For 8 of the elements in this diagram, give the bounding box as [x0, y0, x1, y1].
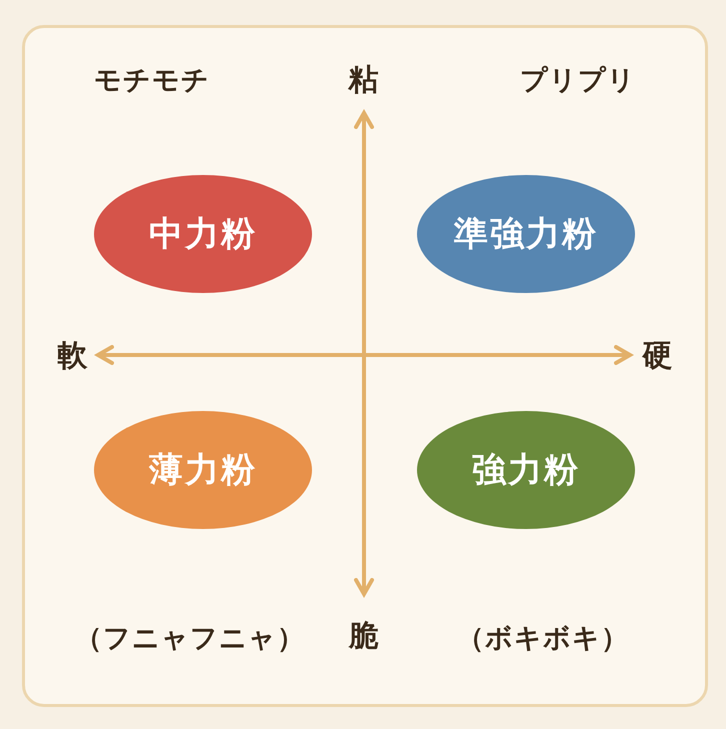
axis-label: （フニャフニャ） [75, 622, 305, 656]
axis-label: モチモチ [94, 64, 210, 98]
axis-label: 軟 [58, 338, 88, 376]
axis-label: 粘 [348, 62, 380, 100]
axis-label: プリプリ [520, 64, 636, 98]
axis-label: （ボキボキ） [457, 622, 629, 656]
axis-label: 硬 [642, 338, 674, 376]
axis-label: 脆 [348, 618, 380, 656]
